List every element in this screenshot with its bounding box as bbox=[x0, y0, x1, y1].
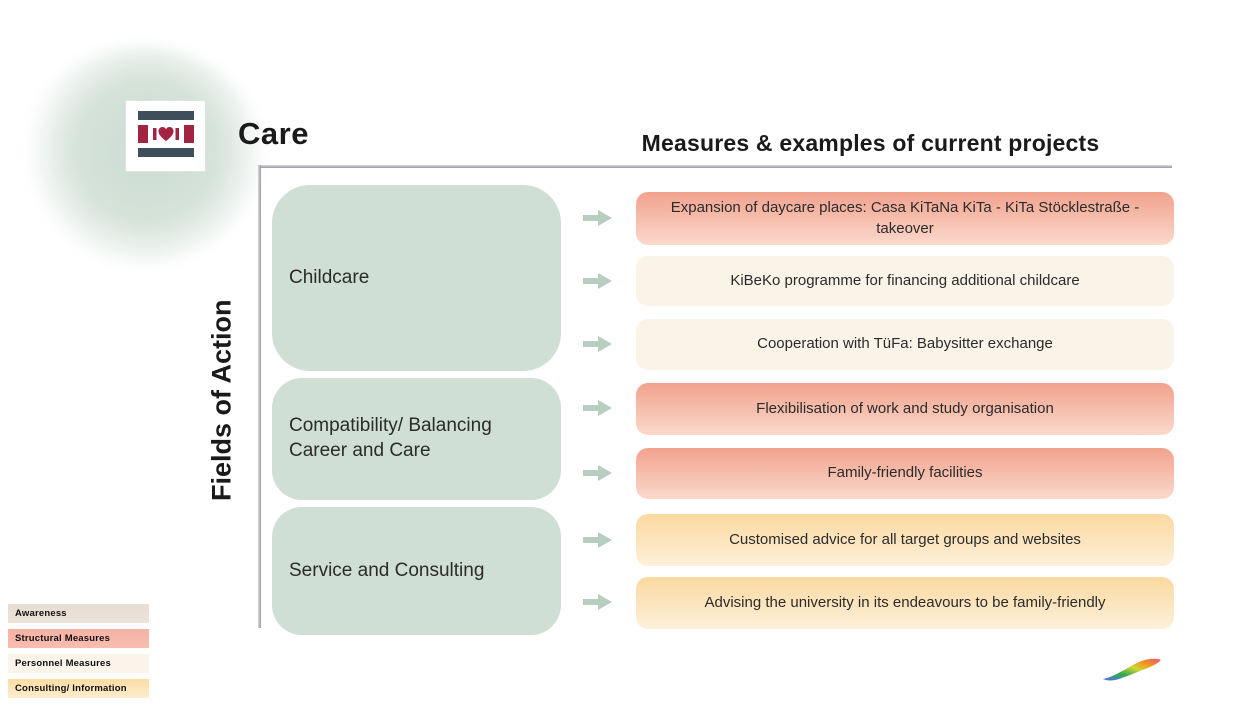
field-box-compatibility: Compatibility/ Balancing Career and Care bbox=[272, 378, 561, 500]
legend-item-structural-measures: Structural Measures bbox=[8, 629, 149, 648]
right-arrow-icon bbox=[583, 273, 612, 289]
right-arrow-icon bbox=[583, 465, 612, 481]
right-arrow-icon bbox=[583, 594, 612, 610]
measures-heading: Measures & examples of current projects bbox=[641, 130, 1100, 156]
measure-box: Expansion of daycare places: Casa KiTaNa… bbox=[636, 192, 1174, 245]
field-label: Service and Consulting bbox=[289, 559, 485, 581]
field-label: Compatibility/ Balancing Career and Care bbox=[289, 415, 492, 461]
legend-item-personnel-measures: Personnel Measures bbox=[8, 654, 149, 673]
measure-box: Cooperation with TüFa: Babysitter exchan… bbox=[636, 319, 1174, 370]
legend-item-awareness: Awareness bbox=[8, 604, 149, 623]
right-arrow-icon bbox=[583, 210, 612, 226]
measure-box: KiBeKo programme for financing additiona… bbox=[636, 256, 1174, 306]
heart-between-bars-logo-icon bbox=[137, 110, 195, 163]
legend-item-consulting-information: Consulting/ Information bbox=[8, 679, 149, 698]
measure-box: Customised advice for all target groups … bbox=[636, 514, 1174, 566]
measure-box: Flexibilisation of work and study organi… bbox=[636, 383, 1174, 435]
right-arrow-icon bbox=[583, 336, 612, 352]
right-arrow-icon bbox=[583, 400, 612, 416]
header-logo-box bbox=[125, 100, 206, 172]
field-box-service-consulting: Service and Consulting bbox=[272, 507, 561, 635]
measure-box: Family-friendly facilities bbox=[636, 448, 1174, 499]
measure-box: Advising the university in its endeavour… bbox=[636, 577, 1174, 629]
fields-of-action-label: Fields of Action bbox=[206, 299, 237, 501]
field-label: Childcare bbox=[289, 266, 370, 288]
rainbow-swoosh-logo-icon bbox=[1100, 652, 1164, 690]
page-title: Care bbox=[238, 116, 309, 151]
heading-underline-divider bbox=[258, 165, 1172, 168]
left-vertical-divider bbox=[258, 165, 261, 628]
right-arrow-icon bbox=[583, 532, 612, 548]
field-box-childcare: Childcare bbox=[272, 185, 561, 371]
